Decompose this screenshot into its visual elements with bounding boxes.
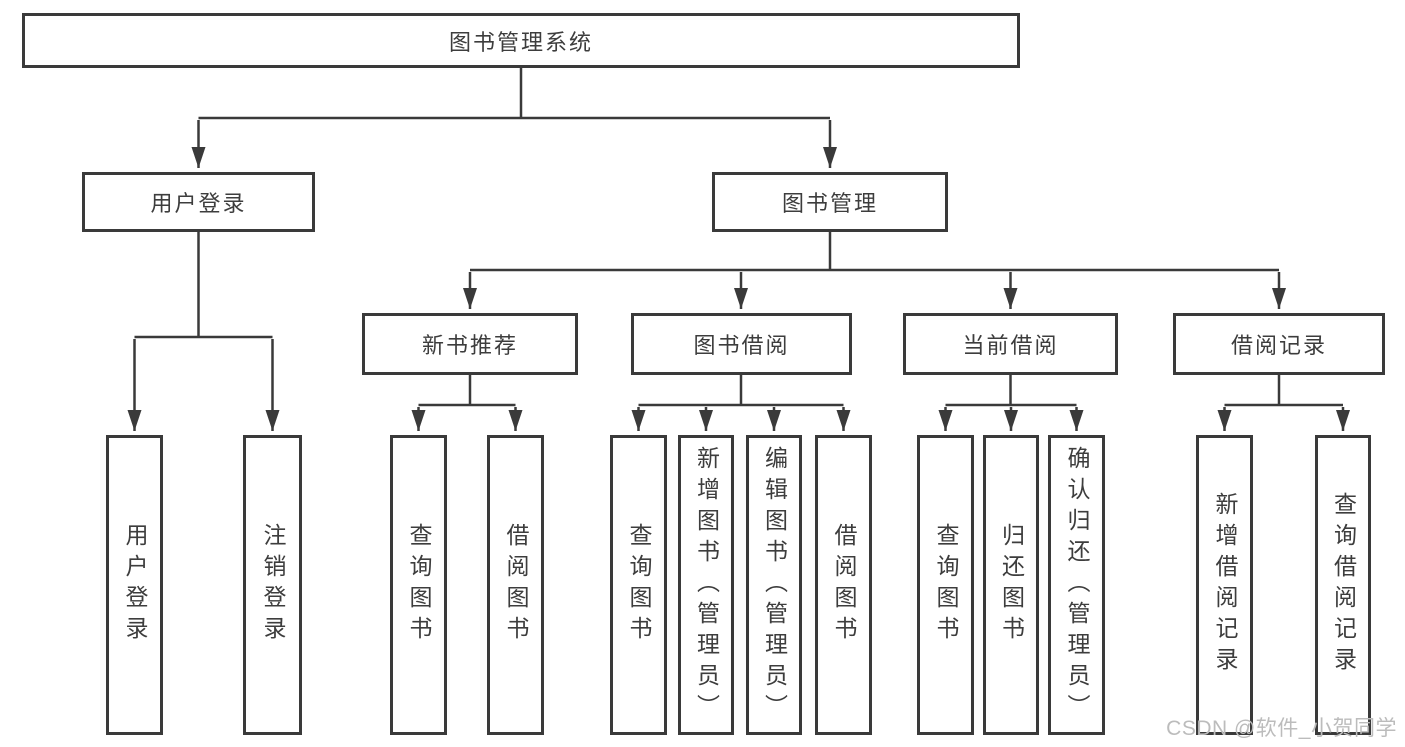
node-label: 用户登录 (150, 191, 247, 216)
node-label: 图书管理 (781, 191, 878, 216)
leaf-borrow-book-recommend: 借阅图书 (487, 435, 544, 735)
leaf-add-book-admin: 新增图书（管理员） (678, 435, 734, 735)
node-new-book-recommend: 新书推荐 (362, 313, 578, 375)
leaf-label: 查询借阅记录 (1330, 492, 1357, 678)
leaf-label: 查询图书 (626, 523, 652, 647)
leaf-edit-book-admin: 编辑图书（管理员） (746, 435, 802, 735)
leaf-query-book-borrowing: 查询图书 (610, 435, 667, 735)
leaf-label: 归还图书 (998, 523, 1025, 647)
csdn-watermark: CSDN @软件_小贺同学 (1166, 717, 1397, 740)
node-borrowing-records: 借阅记录 (1173, 313, 1385, 375)
leaf-query-book-current: 查询图书 (917, 435, 974, 735)
leaf-label: 借阅图书 (503, 523, 529, 647)
leaf-label: 查询图书 (933, 523, 959, 647)
leaf-query-book-recommend: 查询图书 (390, 435, 447, 735)
leaf-label: 新增借阅记录 (1212, 492, 1238, 678)
leaf-query-borrow-record: 查询借阅记录 (1315, 435, 1371, 735)
leaf-label: 注销登录 (260, 523, 286, 647)
leaf-borrow-book-borrowing: 借阅图书 (815, 435, 872, 735)
node-label: 借阅记录 (1230, 333, 1327, 358)
node-book-management: 图书管理 (712, 172, 948, 232)
node-label: 新书推荐 (421, 333, 518, 358)
node-label: 图书借阅 (693, 333, 790, 358)
node-book-borrowing: 图书借阅 (631, 313, 852, 375)
leaf-label: 查询图书 (406, 523, 432, 647)
leaf-label: 编辑图书（管理员） (761, 445, 788, 725)
node-label: 图书管理系统 (448, 29, 593, 55)
leaf-label: 借阅图书 (831, 523, 857, 647)
leaf-label: 新增图书（管理员） (693, 445, 720, 725)
leaf-label: 用户登录 (122, 523, 148, 647)
leaf-add-borrow-record: 新增借阅记录 (1196, 435, 1253, 735)
node-current-borrowing: 当前借阅 (903, 313, 1118, 375)
leaf-label: 确认归还（管理员） (1064, 445, 1090, 725)
leaf-logout: 注销登录 (243, 435, 302, 735)
node-user-login: 用户登录 (82, 172, 315, 232)
leaf-confirm-return-admin: 确认归还（管理员） (1048, 435, 1105, 735)
node-library-management-system: 图书管理系统 (22, 13, 1020, 68)
leaf-user-login: 用户登录 (106, 435, 163, 735)
node-label: 当前借阅 (962, 333, 1059, 358)
leaf-return-book: 归还图书 (983, 435, 1039, 735)
